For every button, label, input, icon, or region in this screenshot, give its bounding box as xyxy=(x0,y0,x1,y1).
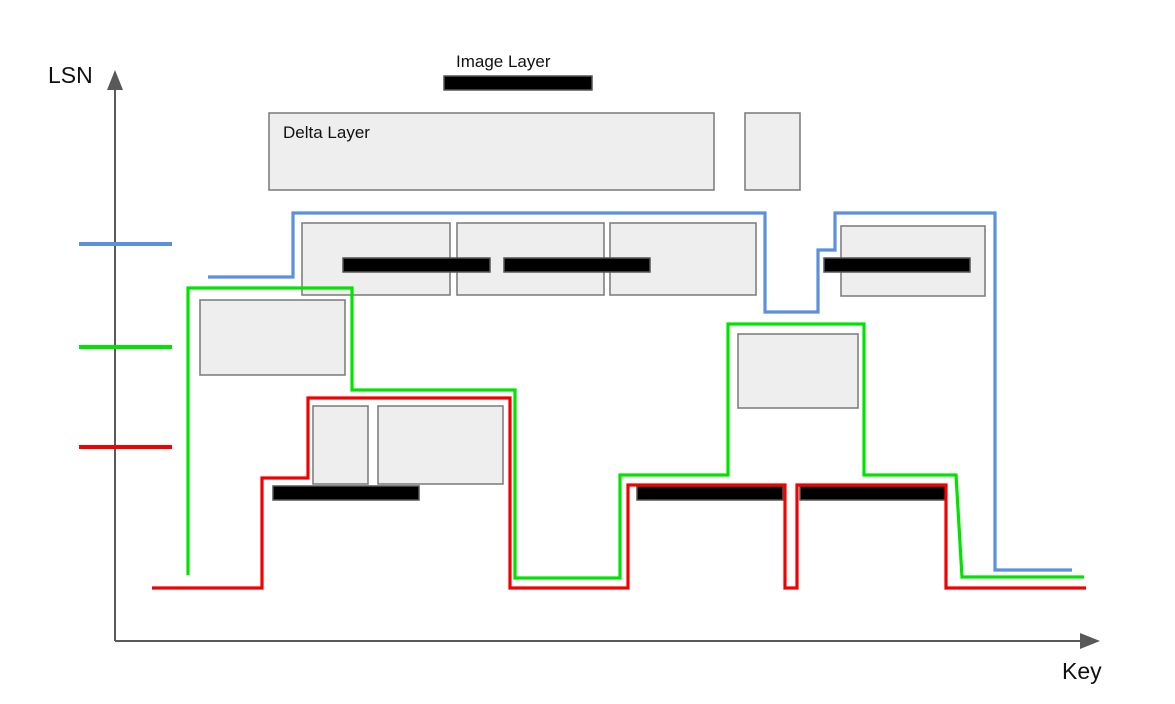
delta-layer-boxes xyxy=(199,112,986,485)
delta-layer-box-main xyxy=(268,112,715,191)
layer-boundary-polylines xyxy=(152,211,1086,590)
red-layer-boundary xyxy=(152,396,1086,590)
image-layer-bar-red-1 xyxy=(272,485,420,501)
image-layer-legend-swatch-rect xyxy=(443,75,593,91)
y-axis-label: LSN xyxy=(48,62,93,88)
delta-layer-box-red-2 xyxy=(377,405,504,485)
axes xyxy=(107,70,1100,649)
delta-layer-box-red-1 xyxy=(312,405,369,485)
delta-layer-box-green-left xyxy=(199,299,346,376)
image-layer-bar-red-2 xyxy=(636,485,784,501)
lsn-tick-marks xyxy=(79,242,172,449)
image-layer-bars xyxy=(272,257,971,501)
image-layer-legend-swatch xyxy=(443,75,593,91)
delta-layer-box-green-right xyxy=(737,333,859,409)
x-axis-label: Key xyxy=(1062,658,1102,684)
blue-layer-boundary xyxy=(208,211,1072,572)
image-layer-bar-blue-2 xyxy=(503,257,651,273)
green-layer-boundary xyxy=(186,286,1084,580)
delta-layer-box-main-label: Delta Layer xyxy=(283,123,370,142)
image-layer-bar-blue-1 xyxy=(342,257,491,273)
image-layer-bar-red-3 xyxy=(799,485,947,501)
image-layer-bar-blue-3 xyxy=(823,257,971,273)
delta-layer-box-blue-3 xyxy=(609,222,757,296)
delta-layer-box-small-top xyxy=(744,112,801,191)
image-layer-legend-label: Image Layer xyxy=(456,52,551,71)
